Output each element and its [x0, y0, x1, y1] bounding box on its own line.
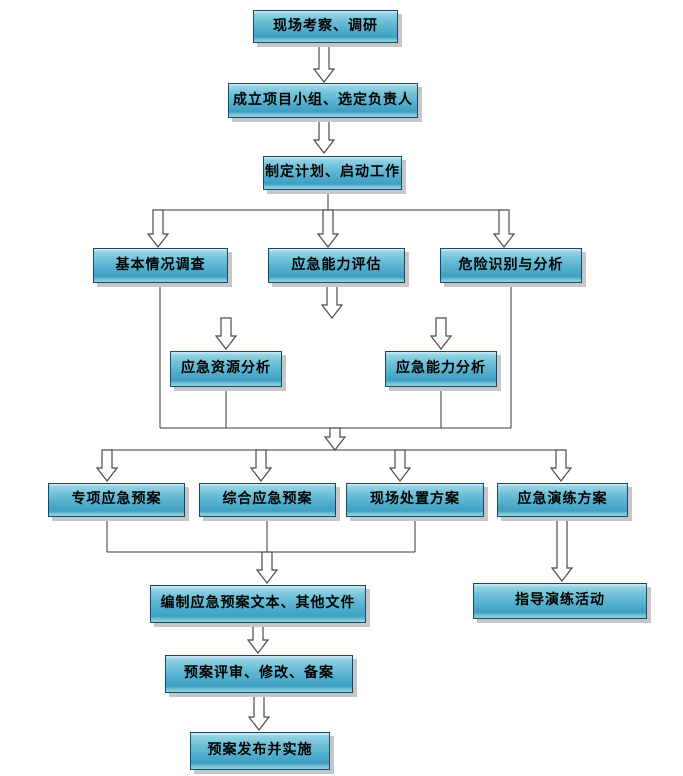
flow-node-compile-documents: 编制应急预案文本、其他文件: [150, 585, 366, 623]
flow-node-capability-analysis: 应急能力分析: [385, 351, 497, 387]
flow-node-label: 编制应急预案文本、其他文件: [160, 595, 356, 612]
flow-node-review-revise-file: 预案评审、修改、备案: [165, 655, 353, 693]
flow-node-make-plan: 制定计划、启动工作: [263, 156, 402, 190]
flow-node-site-survey: 现场考察、调研: [253, 10, 398, 43]
flow-node-label: 专项应急预案: [71, 491, 162, 508]
flow-node-form-team: 成立项目小组、选定负责人: [228, 83, 418, 118]
arrow-to-publish: [247, 692, 271, 731]
flow-node-label: 指导演练活动: [515, 592, 605, 609]
flow-node-hazard-identification: 危险识别与分析: [440, 248, 582, 283]
flow-node-label: 成立项目小组、选定负责人: [233, 91, 413, 108]
flow-node-label: 预案发布并实施: [207, 742, 313, 759]
flow-node-onsite-plan: 现场处置方案: [346, 483, 484, 517]
flow-node-label: 现场考察、调研: [273, 17, 378, 34]
flow-node-label: 应急能力评估: [291, 256, 382, 273]
flow-node-basic-survey: 基本情况调查: [93, 248, 228, 283]
flow-node-comprehensive-plan: 综合应急预案: [199, 483, 336, 517]
block-arrows: [95, 45, 574, 731]
flow-node-special-plan: 专项应急预案: [48, 483, 185, 517]
flow-node-label: 预案评审、修改、备案: [184, 665, 334, 682]
arrow-to-capability-analysis: [429, 317, 453, 350]
flow-node-label: 制定计划、启动工作: [265, 164, 400, 181]
flow-node-resource-analysis: 应急资源分析: [170, 351, 282, 387]
arrow-team-to-plan: [312, 120, 336, 154]
arrow-to-resource-analysis: [214, 317, 238, 350]
flow-node-capability-assess: 应急能力评估: [268, 248, 405, 283]
arrow-bus-split: [323, 427, 347, 451]
arrow-to-capability-assess: [316, 209, 340, 248]
flow-node-label: 综合应急预案: [222, 491, 313, 508]
flow-node-label: 应急资源分析: [181, 360, 271, 377]
arrow-to-onsite-plan: [388, 449, 412, 482]
flow-node-label: 基本情况调查: [115, 256, 206, 273]
arrow-to-special-plan: [95, 449, 119, 482]
arrow-assess-split: [320, 284, 344, 319]
flow-node-label: 应急能力分析: [396, 360, 486, 377]
flow-node-label: 应急演练方案: [517, 491, 608, 508]
flow-node-drill-plan: 应急演练方案: [497, 483, 628, 517]
arrow-to-drill-plan: [549, 449, 573, 482]
flow-node-label: 现场处置方案: [370, 491, 460, 508]
flow-node-guide-drill: 指导演练活动: [473, 583, 647, 619]
flow-node-label: 危险识别与分析: [458, 256, 564, 273]
arrow-survey-to-team: [312, 45, 336, 83]
arrow-to-hazard-id: [492, 209, 516, 248]
arrow-to-basic-survey: [146, 209, 170, 248]
flow-node-publish-implement: 预案发布并实施: [190, 732, 330, 770]
arrow-to-guide-drill: [550, 516, 574, 582]
arrow-to-comprehensive-plan: [249, 449, 273, 482]
arrow-to-review: [246, 622, 270, 654]
arrow-to-compile-docs: [255, 551, 279, 584]
